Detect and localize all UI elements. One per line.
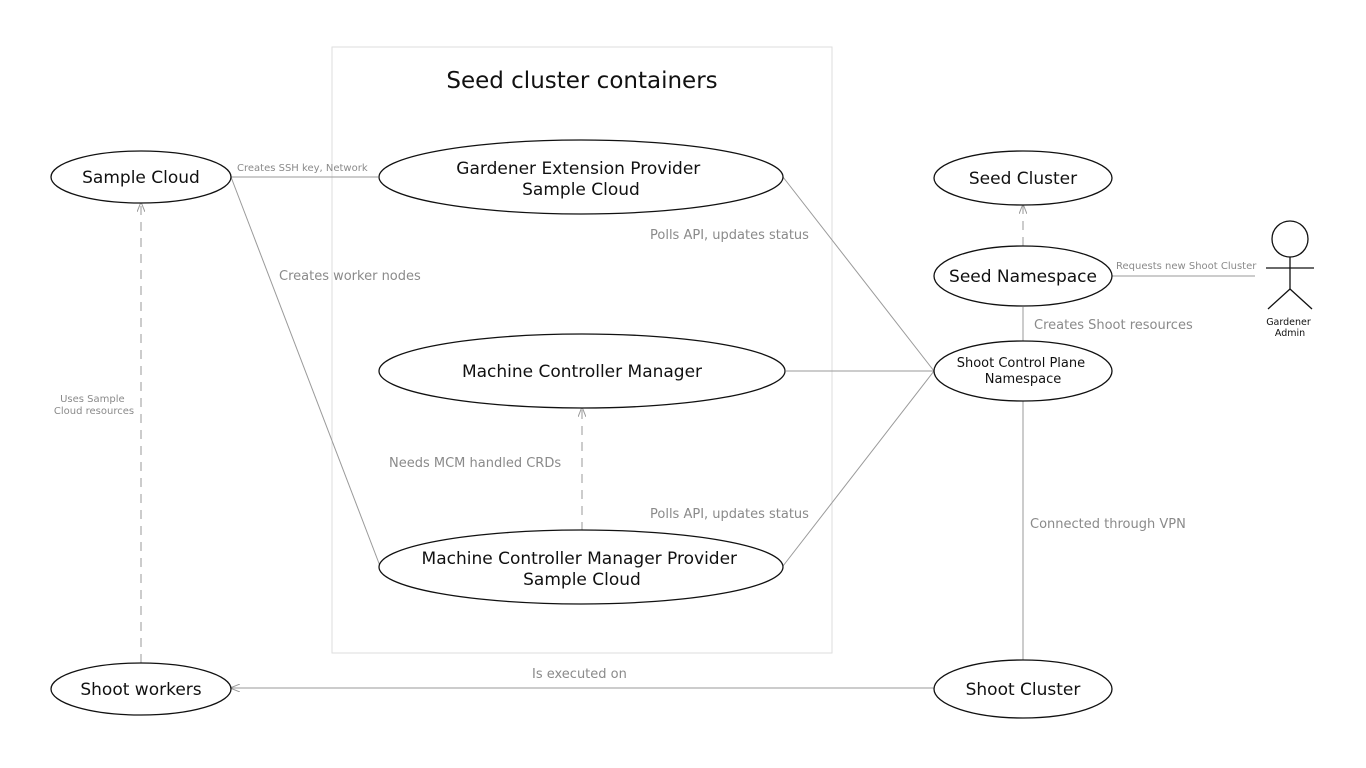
seed-cluster-containers-box	[331, 46, 833, 654]
actor-head-icon	[1271, 220, 1309, 258]
actor-leg-left	[1267, 288, 1291, 310]
label-polls-api-top: Polls API, updates status	[650, 228, 809, 243]
label-creates-ssh: Creates SSH key, Network	[237, 163, 368, 174]
node-shoot-control-plane-label: Shoot Control Plane Namespace	[957, 356, 1090, 387]
edge-creates-worker-nodes	[230, 176, 381, 567]
node-sample-cloud: Sample Cloud	[50, 150, 232, 204]
label-is-executed-on: Is executed on	[532, 667, 627, 682]
node-shoot-control-plane-namespace: Shoot Control Plane Namespace	[933, 340, 1113, 402]
label-creates-shoot-resources: Creates Shoot resources	[1034, 318, 1193, 333]
actor-label: Gardener Admin	[1266, 317, 1314, 339]
edge-polls-api-bottom	[782, 370, 935, 567]
node-gardener-extension-label: Gardener Extension Provider Sample Cloud	[456, 159, 705, 200]
node-machine-controller-manager: Machine Controller Manager	[378, 333, 786, 409]
label-needs-mcm: Needs MCM handled CRDs	[389, 456, 561, 471]
label-creates-worker-nodes: Creates worker nodes	[279, 269, 421, 284]
node-shoot-cluster-label: Shoot Cluster	[966, 680, 1081, 700]
node-mcm-provider-label: Machine Controller Manager Provider Samp…	[422, 549, 743, 590]
node-seed-cluster-label: Seed Cluster	[969, 169, 1077, 189]
label-requests-shoot: Requests new Shoot Cluster	[1116, 261, 1257, 272]
label-connected-vpn: Connected through VPN	[1030, 517, 1186, 532]
node-shoot-cluster: Shoot Cluster	[933, 659, 1113, 719]
actor-gardener-admin: Gardener Admin	[1266, 220, 1314, 339]
node-shoot-workers: Shoot workers	[50, 662, 232, 716]
node-seed-cluster: Seed Cluster	[933, 150, 1113, 206]
node-shoot-workers-label: Shoot workers	[80, 680, 201, 700]
node-gardener-extension-provider: Gardener Extension Provider Sample Cloud	[378, 139, 784, 215]
label-polls-api-bottom: Polls API, updates status	[650, 507, 809, 522]
node-mcm-provider-sample-cloud: Machine Controller Manager Provider Samp…	[378, 529, 784, 605]
node-mcm-label: Machine Controller Manager	[462, 362, 702, 382]
group-title: Seed cluster containers	[446, 68, 717, 94]
node-seed-namespace-label: Seed Namespace	[949, 267, 1097, 287]
edge-polls-api-top	[782, 176, 935, 372]
node-seed-namespace: Seed Namespace	[933, 245, 1113, 307]
actor-leg-right	[1289, 288, 1313, 310]
label-uses-sample-cloud: Uses Sample Cloud resources	[54, 394, 134, 417]
node-sample-cloud-label: Sample Cloud	[82, 168, 200, 188]
